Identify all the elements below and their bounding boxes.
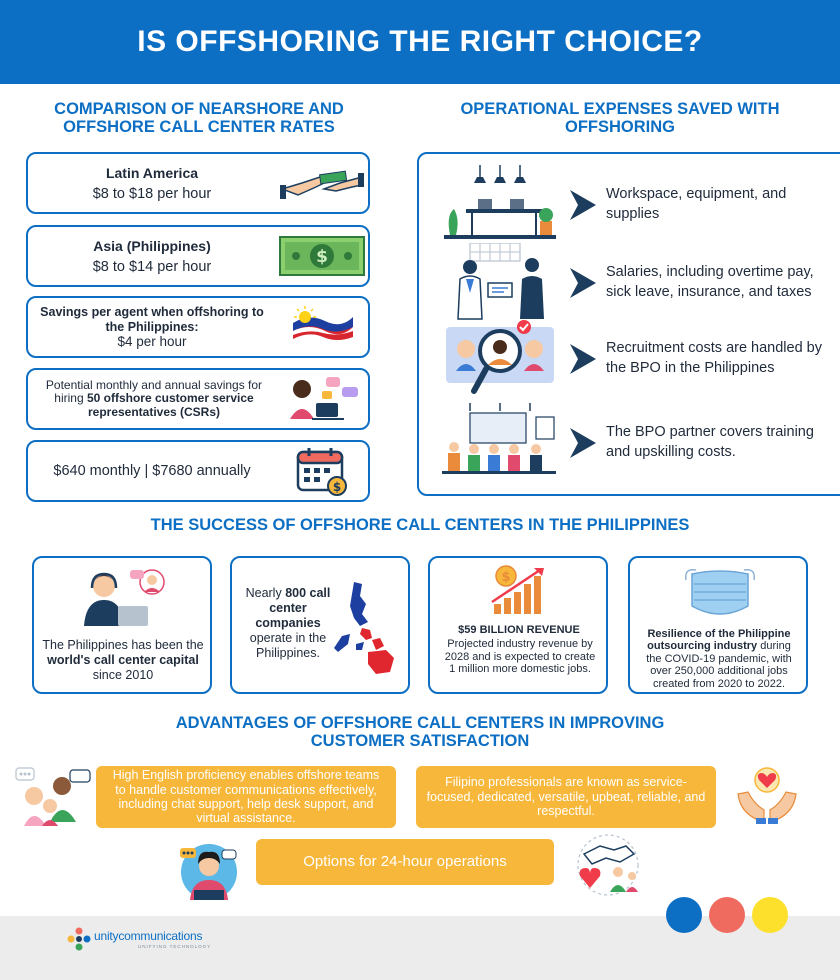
handshake-money-icon — [276, 156, 368, 210]
savings-value: $4 per hour — [117, 333, 187, 349]
operational-item-recruitment: Recruitment costs are handled by the BPO… — [440, 316, 830, 402]
asia-title: Asia (Philippines) — [93, 237, 211, 254]
latam-rate: $8 to $18 per hour — [92, 185, 212, 202]
filipino-text: Filipino professionals are known as serv… — [426, 775, 706, 819]
title-banner: IS OFFSHORING THE RIGHT CHOICE? — [0, 0, 840, 84]
companies-text-post: operate in the Philippines. — [249, 631, 327, 660]
companies-bold: 800 call center companies — [255, 586, 331, 630]
resilience-card: Resilience of the Philippine outsourcing… — [628, 556, 808, 694]
capital-card: The Philippines has been the world's cal… — [32, 556, 212, 694]
dollar-bill-icon: $ — [276, 229, 368, 283]
decorative-dot-yellow — [752, 897, 788, 933]
chevron-right-icon — [570, 268, 596, 298]
page-title: IS OFFSHORING THE RIGHT CHOICE? — [137, 25, 703, 58]
advantages-heading: ADVANTAGES OF OFFSHORE CALL CENTERS IN I… — [175, 714, 665, 751]
potential-card: Potential monthly and annual savings for… — [26, 368, 370, 430]
potential-text: Potential monthly and annual savings for… — [45, 377, 263, 406]
chevron-right-icon — [570, 428, 596, 458]
hours-text: Options for 24-hour operations — [303, 853, 507, 871]
english-proficiency-box: High English proficiency enables offshor… — [96, 766, 396, 828]
revenue-text: Projected industry revenue by 2028 and i… — [444, 638, 596, 676]
asia-rate: $8 to $14 per hour — [92, 258, 212, 275]
operational-text-workspace: Workspace, equipment, and supplies — [606, 186, 787, 222]
philippine-flag-icon — [276, 300, 368, 354]
chevron-right-icon — [570, 190, 596, 220]
operational-text-recruitment: Recruitment costs are handled by the BPO… — [606, 340, 822, 376]
customers-chat-icon — [15, 767, 91, 826]
workspace-illustration-icon — [440, 165, 560, 245]
call-agent-icon — [84, 569, 165, 626]
calendar-icon: $ — [276, 444, 368, 498]
growth-chart-icon: $ — [491, 565, 544, 614]
capital-text: The Philippines has been the — [42, 638, 204, 652]
comparison-heading: COMPARISON OF NEARSHORE AND OFFSHORE CAL… — [54, 100, 344, 137]
agent-headset-icon — [276, 372, 368, 426]
latam-card: Latin America $8 to $18 per hour — [26, 152, 370, 214]
capital-bold: world's call center capital — [47, 653, 199, 667]
salary-illustration-icon — [440, 242, 560, 323]
philippines-map-icon — [334, 582, 394, 674]
savings-title: Savings per agent when offshoring to the… — [40, 305, 264, 334]
chevron-right-icon — [570, 344, 596, 374]
footer — [0, 916, 840, 980]
capital-text-post: since 2010 — [92, 668, 154, 682]
decorative-dot-blue — [666, 897, 702, 933]
revenue-card: $ $59 BILLION REVENUE Projected industry… — [428, 556, 608, 694]
operational-text-training: The BPO partner covers training and upsk… — [606, 424, 814, 460]
training-session-icon — [440, 403, 560, 483]
decorative-dot-red — [709, 897, 745, 933]
heart-hands-icon — [737, 767, 797, 824]
svg-text:$: $ — [501, 570, 510, 585]
partnership-handshake-icon — [577, 834, 639, 896]
revenue-title: $59 BILLION REVENUE — [458, 624, 580, 636]
resilience-bold: Resilience of the Philippine outsourcing… — [647, 628, 791, 653]
hours-box: Options for 24-hour operations — [256, 839, 554, 885]
resilience-text: during the COVID-19 pandemic, with over … — [646, 640, 792, 690]
english-text: High English proficiency enables offshor… — [112, 768, 380, 826]
recruitment-magnifier-icon — [440, 319, 560, 399]
unity-logo-icon — [67, 927, 91, 951]
totals-card: $640 monthly | $7680 annually $ — [26, 440, 370, 502]
companies-card: Nearly 800 call center companies operate… — [230, 556, 410, 694]
companies-text: Nearly — [245, 586, 282, 600]
svg-text:$: $ — [333, 480, 341, 494]
totals-text: $640 monthly | $7680 annually — [53, 463, 251, 479]
footer-logo-tagline: UNIFYING TECHNOLOGY — [138, 944, 212, 949]
operational-item-salaries: Salaries, including overtime pay, sick l… — [440, 240, 830, 326]
svg-text:$: $ — [316, 247, 328, 267]
success-heading: THE SUCCESS OF OFFSHORE CALL CENTERS IN … — [150, 516, 690, 534]
footer-logo-text: unitycommunications — [94, 929, 203, 943]
operational-item-workspace: Workspace, equipment, and supplies — [440, 162, 830, 248]
filipino-traits-box: Filipino professionals are known as serv… — [416, 766, 716, 828]
operational-text-salaries: Salaries, including overtime pay, sick l… — [606, 264, 814, 300]
operational-heading: OPERATIONAL EXPENSES SAVED WITH OFFSHORI… — [460, 100, 780, 137]
asia-card: Asia (Philippines) $8 to $14 per hour $ — [26, 225, 370, 287]
operational-item-training: The BPO partner covers training and upsk… — [440, 400, 830, 486]
face-mask-icon — [684, 568, 756, 615]
potential-bold: 50 offshore customer service representat… — [86, 391, 254, 419]
latam-title: Latin America — [105, 164, 199, 181]
savings-card: Savings per agent when offshoring to the… — [26, 296, 370, 358]
operator-headset-icon — [180, 844, 237, 900]
